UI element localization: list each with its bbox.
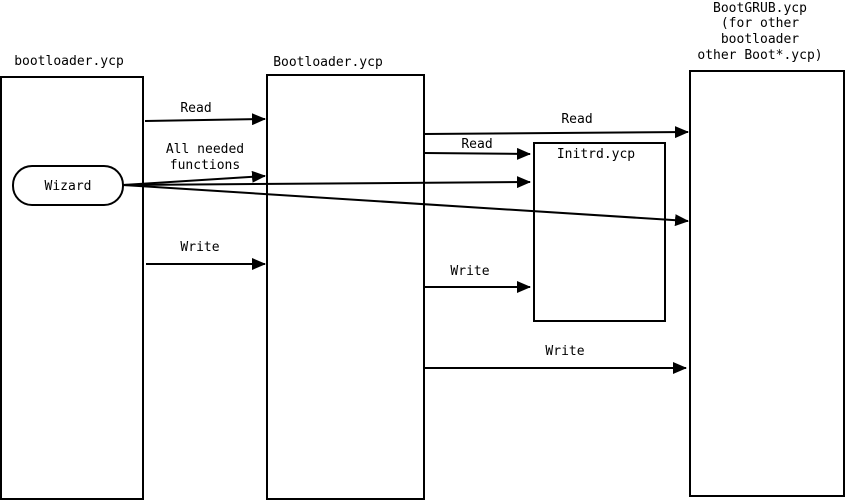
read-arrow-middle-to-bootgrub	[423, 126, 689, 139]
read-arrow-left-to-middle	[144, 113, 266, 126]
right-module-title-line3: bootloader	[721, 32, 799, 47]
wizard-label: Wizard	[45, 179, 92, 194]
read-label-middle-to-initrd: Read	[461, 137, 492, 152]
right-module-title-line2: (for other	[721, 16, 799, 31]
initrd-module-box	[533, 142, 666, 322]
bootgrub-module-box	[689, 70, 845, 497]
right-module-title-line1: BootGRUB.ycp	[713, 1, 807, 16]
functions-label-line2: functions	[170, 158, 240, 173]
initrd-module-title: Initrd.ycp	[557, 147, 635, 162]
middle-module-title: Bootloader.ycp	[273, 55, 383, 70]
bootloader-module-box	[0, 76, 144, 500]
wizard-arrow-to-initrd	[122, 176, 531, 189]
read-arrow-middle-to-initrd	[423, 147, 531, 160]
left-module-title: bootloader.ycp	[14, 54, 124, 69]
right-module-title-line4: other Boot*.ycp)	[697, 48, 822, 63]
write-label-left: Write	[180, 240, 219, 255]
write-label-middle-to-initrd: Write	[450, 264, 489, 279]
read-label-left: Read	[180, 101, 211, 116]
wizard-arrow-to-bootgrub	[122, 184, 689, 227]
write-label-middle-to-bootgrub: Write	[545, 344, 584, 359]
functions-label-line1: All needed	[166, 142, 244, 157]
read-label-middle-to-bootgrub: Read	[561, 112, 592, 127]
bootloader-main-module-box	[266, 74, 425, 500]
wizard-arrow-to-middle	[122, 170, 266, 186]
